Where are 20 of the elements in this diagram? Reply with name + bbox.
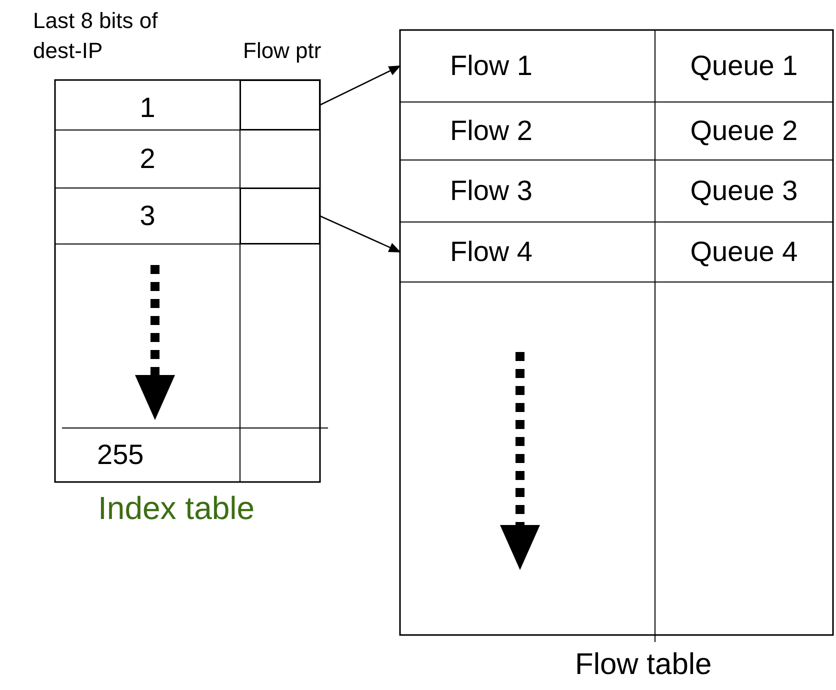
table-cell: Queue 4 xyxy=(655,222,833,282)
table-cell: 1 xyxy=(55,80,240,130)
table-cell: Flow 2 xyxy=(400,102,655,160)
pointer-cell xyxy=(240,80,320,130)
table-cell: Flow 3 xyxy=(400,160,655,222)
table-cell: 255 xyxy=(55,428,240,482)
table-cell: Queue 3 xyxy=(655,160,833,222)
arrow xyxy=(320,215,401,253)
column-header: Flow ptr xyxy=(243,37,322,65)
table-cell: Queue 2 xyxy=(655,102,833,160)
table-cell: Flow 4 xyxy=(400,222,655,282)
table-cell: Queue 1 xyxy=(655,30,833,102)
table-caption: Flow table xyxy=(575,648,712,682)
arrow xyxy=(320,65,401,106)
column-header: Last 8 bits of dest-IP xyxy=(33,7,159,65)
table-cell: Flow 1 xyxy=(400,30,655,102)
table-cell: 3 xyxy=(55,188,240,244)
table-cell: 2 xyxy=(55,130,240,188)
pointer-cell xyxy=(240,188,320,244)
table-caption: Index table xyxy=(98,490,255,527)
